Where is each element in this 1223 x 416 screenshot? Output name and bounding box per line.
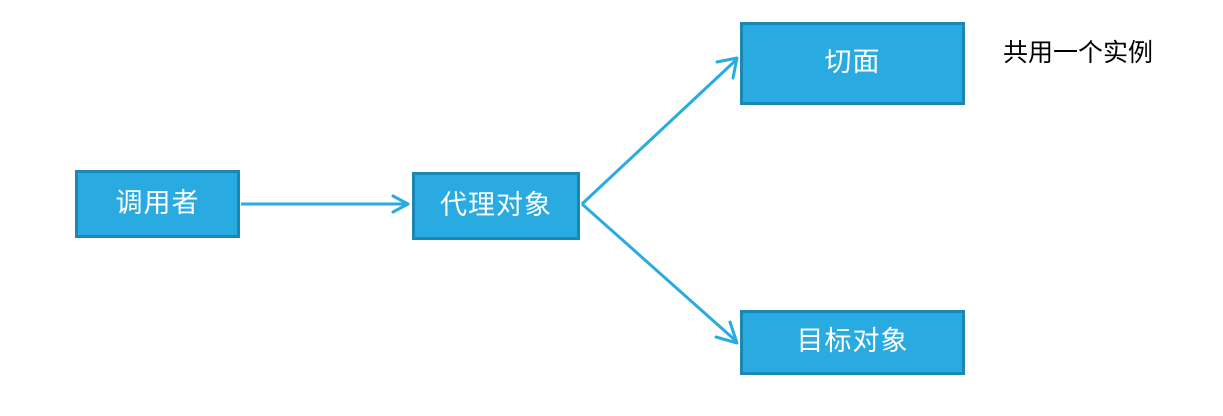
edge-caller-to-proxy: [241, 194, 410, 214]
annotation-shared-instance: 共用一个实例: [1003, 39, 1154, 67]
node-caller[interactable]: 调用者: [75, 170, 240, 238]
node-aspect-label: 切面: [824, 47, 881, 77]
node-proxy[interactable]: 代理对象: [412, 172, 580, 240]
edge-proxy-to-aspect: [580, 56, 739, 206]
node-aspect[interactable]: 切面: [740, 22, 965, 105]
node-target-label: 目标对象: [796, 326, 909, 356]
node-caller-label: 调用者: [115, 187, 200, 218]
node-proxy-label: 代理对象: [440, 189, 552, 220]
node-target[interactable]: 目标对象: [740, 310, 965, 375]
edge-proxy-to-target: [581, 202, 739, 345]
